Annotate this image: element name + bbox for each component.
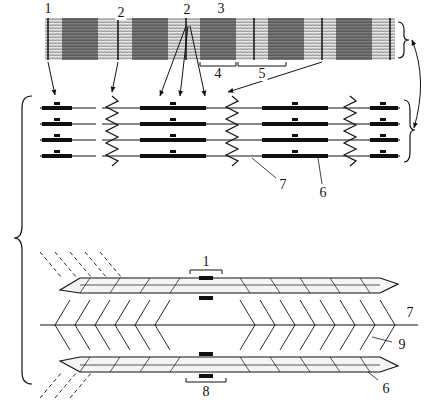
- callout-number: 3: [216, 2, 227, 16]
- callout-number: 2: [116, 6, 127, 20]
- callout-number: 6: [381, 382, 392, 396]
- thick-filament-detail: [40, 252, 418, 398]
- callout-number: 7: [405, 306, 416, 320]
- callout-number: 5: [257, 67, 268, 81]
- callout-number: 6: [318, 186, 329, 200]
- leader-arrows: [48, 26, 421, 128]
- callout-number: 1: [201, 255, 212, 269]
- filament-schematic: [14, 96, 415, 384]
- callout-number: 2: [182, 3, 193, 17]
- myofibril-photo: [45, 18, 409, 66]
- callout-number: 1: [43, 2, 54, 16]
- callout-number: 9: [397, 338, 408, 352]
- callout-number: 8: [201, 385, 212, 399]
- callout-number: 4: [213, 67, 224, 81]
- callout-number: 7: [278, 178, 289, 192]
